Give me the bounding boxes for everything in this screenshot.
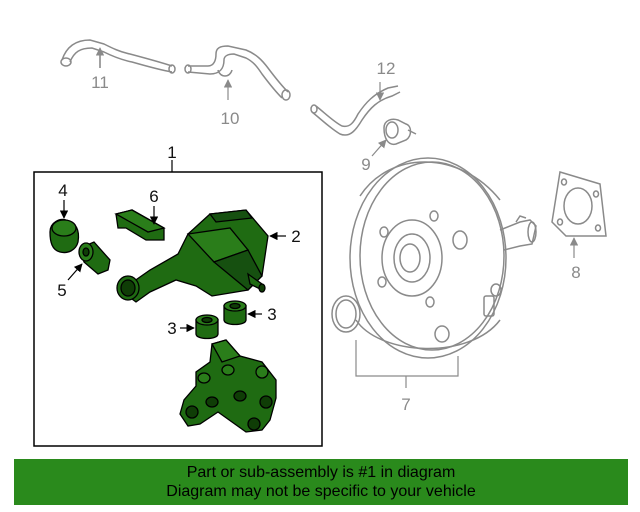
- gasket-part-8: [551, 171, 607, 237]
- banner-line-1: Part or sub-assembly is #1 in diagram: [186, 464, 456, 481]
- callout-3-left: 3: [167, 319, 176, 338]
- grommet-part-3-left: [195, 314, 219, 340]
- callout-4: 4: [58, 181, 67, 200]
- callout-6: 6: [149, 187, 158, 206]
- reservoir-part-2: [116, 209, 269, 303]
- hose-part-11: [60, 39, 176, 74]
- hose-part-10: [184, 45, 291, 101]
- callout-11: 11: [91, 73, 109, 92]
- hose-part-12: [310, 85, 401, 136]
- banner-line-2: Diagram may not be specific to your vehi…: [166, 483, 476, 500]
- callout-7: 7: [401, 395, 410, 414]
- master-cylinder-body: [179, 339, 277, 433]
- brake-booster-part-7: [349, 157, 537, 359]
- fitting-part-5: [78, 241, 111, 275]
- leader-5: [67, 263, 83, 281]
- notice-banner-bg: [14, 459, 628, 505]
- callout-9: 9: [361, 155, 370, 174]
- callout-3-right: 3: [267, 305, 276, 324]
- cap-part-4: [49, 218, 80, 254]
- callout-8: 8: [571, 263, 580, 282]
- bracket-7: [355, 340, 459, 377]
- booster-seal-ring: [331, 295, 361, 333]
- callout-1: 1: [167, 143, 176, 162]
- callout-2: 2: [291, 227, 300, 246]
- bracket-part-6: [114, 209, 166, 241]
- grommet-part-3-right: [223, 300, 247, 326]
- leader-9: [371, 139, 387, 157]
- sub-assembly-frame: [33, 171, 323, 447]
- callout-5: 5: [57, 281, 66, 300]
- check-valve-part-9: [383, 118, 417, 146]
- callout-10: 10: [221, 109, 240, 128]
- notice-banner: Part or sub-assembly is #1 in diagram Di…: [14, 459, 628, 505]
- callout-12: 12: [377, 59, 396, 78]
